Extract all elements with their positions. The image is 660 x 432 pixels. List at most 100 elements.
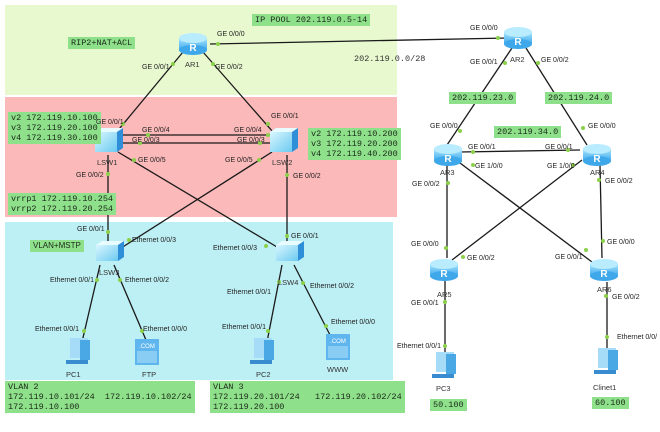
pc-icon-pc1[interactable] [66, 338, 90, 364]
switch-icon-lsw3[interactable] [96, 241, 124, 261]
link-ar4-ar5 [451, 159, 583, 261]
port-label: GE 0/0/3 [132, 137, 160, 144]
port-label: GE 0/0/1 [96, 119, 124, 126]
device-name-lsw4: LSW4 [278, 278, 299, 287]
port-label: GE 0/0/1 [271, 113, 299, 120]
pc-icon-pc3[interactable] [432, 352, 456, 378]
client1-ip-note: 60.100 [592, 397, 629, 409]
core-protocols-note: RIP2+NAT+ACL [68, 37, 136, 49]
router-icon-ar3[interactable]: R [434, 144, 462, 166]
router-icon-ar4[interactable]: R [583, 144, 611, 166]
port-label: GE 0/0/0 [470, 25, 498, 32]
port-label: GE 0/0/4 [234, 127, 262, 134]
router-icon-ar5[interactable]: R [430, 259, 458, 281]
device-name-lsw1: LSW1 [97, 158, 118, 167]
device-name-ar2: AR2 [510, 55, 525, 64]
link-ar3-ar6 [455, 159, 593, 263]
link-ar3-ar4 [459, 149, 581, 153]
device-name-ar6: AR6 [597, 285, 612, 294]
port-label: GE 0/0/0 [588, 123, 616, 130]
port-label: GE 0/0/1 [468, 144, 496, 151]
port-label: GE 0/0/4 [142, 127, 170, 134]
device-name-lsw2: LSW2 [272, 158, 293, 167]
device-name-client1: Clinet1 [593, 383, 617, 392]
svg-text:R: R [189, 43, 197, 54]
port-label: Ethernet 0/0/1 [227, 289, 271, 296]
subnet-34-note: 202.119.34.0 [494, 126, 562, 138]
port-label: Ethernet 0/0/1 [222, 324, 266, 331]
link-lsw1-lsw4 [117, 151, 283, 251]
port-label: Ethernet 0/0/1 [397, 343, 441, 350]
port-label: Ethernet 0/0/0 [331, 319, 375, 326]
svg-text:R: R [514, 37, 522, 48]
svg-text:R: R [600, 269, 608, 280]
port-label: Ethernet 0/0/2 [310, 283, 354, 290]
server-icon-www[interactable]: .COM [326, 334, 350, 360]
port-label: Ethernet 0/0/1 [50, 277, 94, 284]
port-label: Ethernet 0/0/3 [213, 245, 257, 252]
vrrp-note: vrrp1 172.119.10.254 vrrp2 172.119.20.25… [8, 193, 117, 215]
port-label: GE 0/0/2 [412, 181, 440, 188]
link-lsw4-www [293, 264, 331, 336]
port-label: Ethernet 0/0/1 [35, 326, 79, 333]
svg-text:R: R [444, 154, 452, 165]
port-label: GE 1/0/0 [475, 163, 503, 170]
port-label: GE 0/0/3 [237, 137, 265, 144]
port-label: GE 0/0/1 [77, 226, 105, 233]
ip-pool-note: IP POOL 202.119.0.5-14 [252, 14, 371, 26]
wan-subnet-label: 202.119.0.0/28 [354, 54, 426, 64]
switch-icon-lsw4[interactable] [276, 241, 304, 261]
link-lsw3-pc1 [81, 264, 101, 343]
port-label: GE 0/0/1 [411, 300, 439, 307]
lsw2-vlanif-note: v2 172.119.10.200 v3 172.119.20.200 v4 1… [308, 128, 401, 160]
port-label: GE 0/0/1 [470, 59, 498, 66]
port-label: GE 0/0/0 [430, 123, 458, 130]
port-label: GE 0/0/0 [217, 31, 245, 38]
port-label: GE 0/0/5 [138, 157, 166, 164]
access-protocols-note: VLAN+MSTP [30, 240, 84, 252]
device-name-ftp: FTP [142, 370, 157, 379]
port-label: Ethernet 0/0/0 [143, 326, 187, 333]
link-lsw4-pc2 [266, 264, 283, 343]
port-label: GE 0/0/0 [411, 241, 439, 248]
router-icon-ar1[interactable]: R [179, 33, 207, 55]
device-name-ar4: AR4 [590, 168, 605, 177]
pc-icon-client1[interactable] [594, 348, 618, 374]
vlan3-note: VLAN 3 172.119.20.101/24 172.119.20.102/… [210, 381, 405, 413]
switch-icon-lsw2[interactable] [270, 128, 298, 152]
port-label: GE 1/0/0 [547, 163, 575, 170]
port-label: GE 0/0/5 [225, 157, 253, 164]
router-icon-ar2[interactable]: R [504, 27, 532, 49]
device-name-www: WWW [327, 365, 349, 374]
svg-text:.COM: .COM [330, 339, 346, 345]
vlan2-note: VLAN 2 172.119.10.101/24 172.119.10.102/… [5, 381, 195, 413]
port-label: Ethernet 0/0/ [617, 334, 658, 341]
device-name-ar1: AR1 [185, 60, 200, 69]
device-name-pc2: PC2 [256, 370, 271, 379]
svg-text:R: R [440, 269, 448, 280]
port-label: GE 0/0/1 [555, 254, 583, 261]
router-icon-ar6[interactable]: R [590, 259, 618, 281]
port-label: Ethernet 0/0/3 [132, 237, 176, 244]
port-label: GE 0/0/2 [605, 178, 633, 185]
server-icon-ftp[interactable]: .COM [135, 339, 159, 365]
port-label: GE 0/0/1 [142, 64, 170, 71]
subnet-24-note: 202.119.24.0 [545, 92, 613, 104]
link-ar1-ar2 [209, 37, 509, 45]
pc3-ip-note: 50.100 [430, 399, 467, 411]
port-label: GE 0/0/1 [291, 233, 319, 240]
device-name-ar3: AR3 [440, 168, 455, 177]
device-name-pc1: PC1 [66, 370, 81, 379]
port-label: GE 0/0/2 [467, 255, 495, 262]
device-name-lsw3: LSW3 [99, 268, 120, 277]
port-label: GE 0/0/2 [612, 294, 640, 301]
port-label: GE 0/0/2 [76, 172, 104, 179]
port-label: Ethernet 0/0/2 [125, 277, 169, 284]
lsw1-vlanif-note: v2 172.119.10.100 v3 172.119.20.100 v4 1… [8, 112, 101, 144]
pc-icon-pc2[interactable] [250, 338, 274, 364]
port-label: GE 0/0/2 [215, 64, 243, 71]
link-lsw2-lsw3 [117, 151, 273, 251]
port-label: GE 0/0/2 [293, 173, 321, 180]
